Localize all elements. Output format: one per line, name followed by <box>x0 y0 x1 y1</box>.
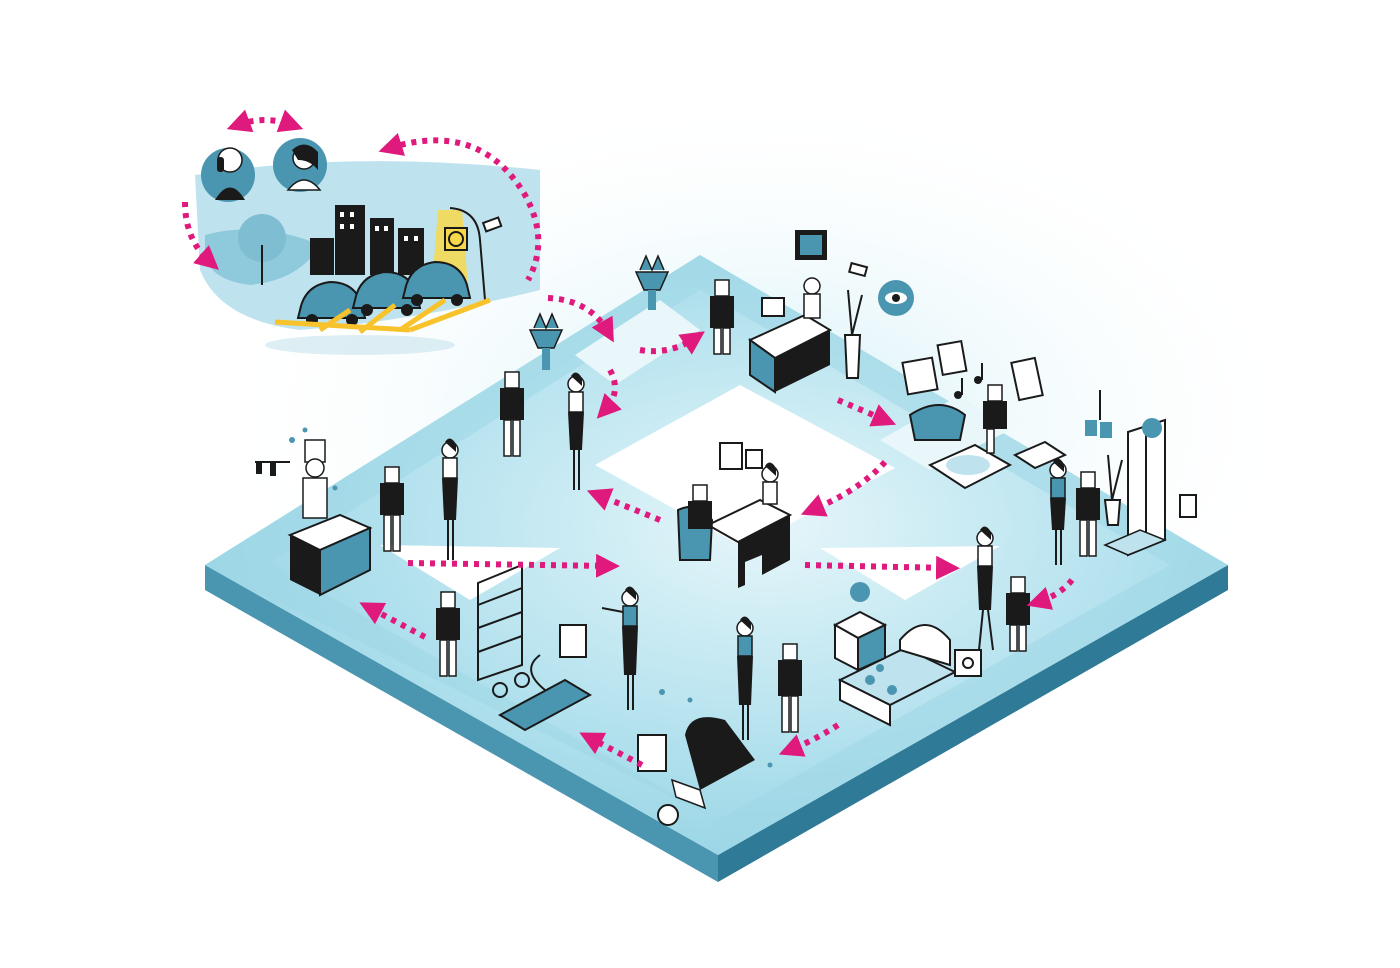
music-notes-icon <box>954 363 983 399</box>
flow-arrows <box>182 109 1075 768</box>
person-man <box>436 591 460 677</box>
phone-call-icon <box>201 147 255 202</box>
person-woman <box>441 438 459 560</box>
reception-desk <box>748 230 833 394</box>
floor-slab <box>205 255 1228 882</box>
security-camera-icon <box>848 261 869 278</box>
kitchen-counter <box>255 461 373 597</box>
person-man <box>688 484 712 529</box>
stone-urn <box>634 254 670 310</box>
parking-sign-icon <box>444 227 468 251</box>
treadmill <box>492 624 593 732</box>
person-man <box>983 384 1007 454</box>
plant-vase <box>1103 454 1123 526</box>
sparkle-stars <box>289 427 773 768</box>
person-woman <box>803 277 821 319</box>
person-woman <box>567 372 585 490</box>
tree <box>238 214 286 285</box>
hotel-bed <box>837 624 958 727</box>
person-chef <box>302 439 328 519</box>
lounge-area <box>901 339 1068 490</box>
person-man <box>500 371 524 457</box>
security-camera-icon <box>481 216 503 233</box>
nightstand <box>832 582 888 672</box>
person-man <box>1006 576 1030 652</box>
person-woman <box>736 616 754 740</box>
eye-icon <box>878 280 914 316</box>
safe-box <box>954 649 982 677</box>
chandelier <box>1085 390 1112 438</box>
person-man <box>710 279 734 355</box>
person-man <box>380 466 404 552</box>
person-man <box>778 643 802 733</box>
grand-piano <box>637 717 755 826</box>
person-woman <box>601 586 639 710</box>
parking-lines <box>274 297 491 334</box>
wall-bars <box>477 563 523 682</box>
people <box>302 277 1100 740</box>
person-woman <box>1049 458 1067 565</box>
lobby-vase <box>843 289 863 379</box>
phone-call-icon <box>273 138 327 192</box>
person-woman <box>761 462 779 505</box>
city-parking-vignette <box>195 161 540 355</box>
stone-urn <box>528 312 564 370</box>
person-man <box>1076 471 1100 557</box>
elevator-icon <box>1103 418 1197 557</box>
person-woman <box>976 526 994 651</box>
